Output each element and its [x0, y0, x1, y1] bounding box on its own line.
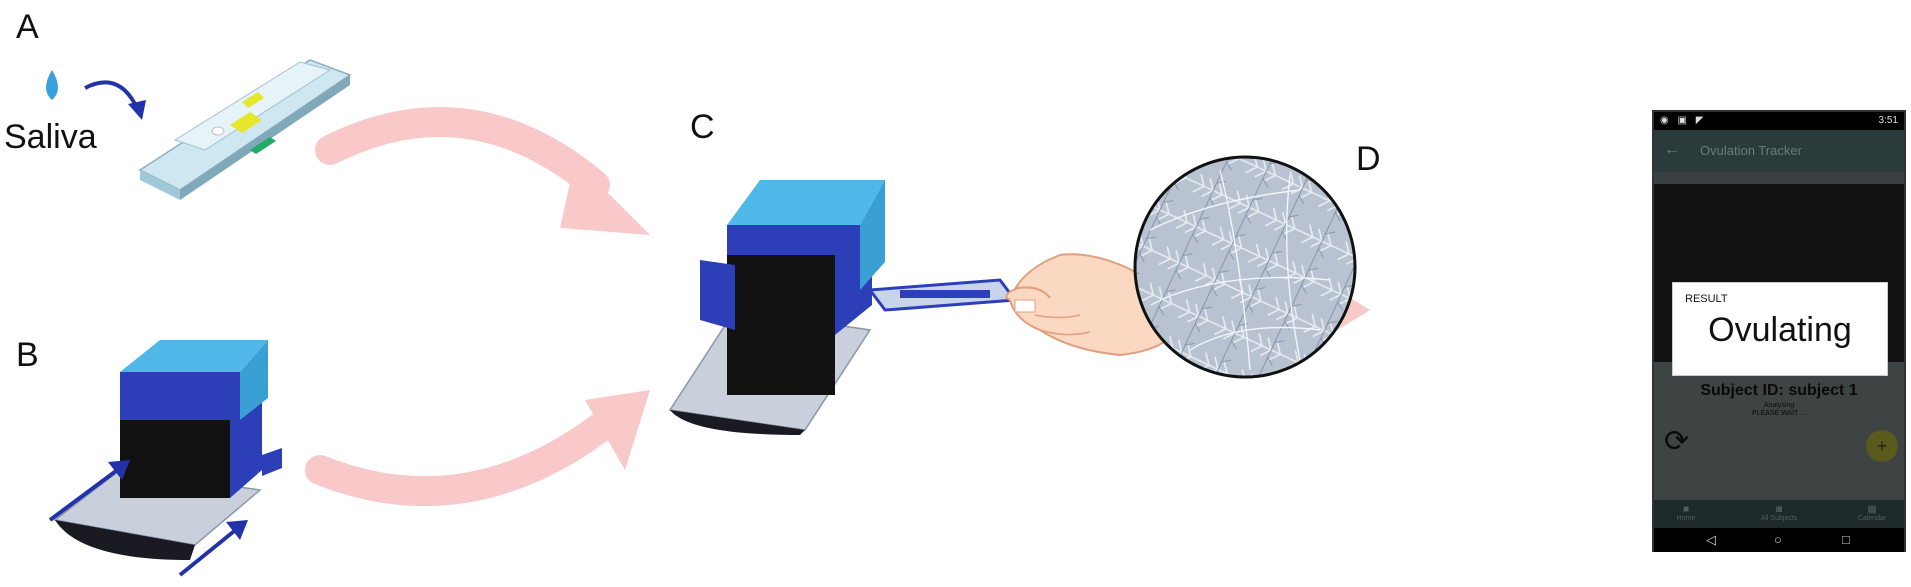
pointer-arrow-a-head	[128, 100, 146, 120]
pointer-arrow-b1	[48, 466, 122, 522]
slide-chip	[138, 59, 352, 200]
status-time: 3:51	[1878, 115, 1898, 126]
status-bar: ◉ ▣ ◤ 3:51	[1654, 112, 1904, 130]
pointer-arrow-b2	[178, 526, 240, 577]
analysing-text: Analysing	[1763, 402, 1795, 409]
nav-label-calendar: Calendar	[1857, 515, 1887, 522]
system-home-icon[interactable]: ○	[1774, 532, 1782, 547]
flow-arrow-b-to-c-head	[585, 390, 650, 470]
bottom-nav: ■ Home ◙ All Subjects ▦ Calendar	[1654, 500, 1904, 528]
result-label: RESULT	[1685, 293, 1728, 305]
phone-screenshot: ◉ ▣ ◤ 3:51 ← Ovulation Tracker RESULT Ov…	[1652, 110, 1906, 552]
pointer-arrow-b1-head	[108, 460, 130, 480]
pointer-arrow-b2-head	[226, 520, 248, 540]
result-value: Ovulating	[1708, 311, 1852, 349]
nav-item-calendar[interactable]: ▦ Calendar	[1842, 504, 1902, 522]
flow-arrow-a-to-c	[315, 107, 610, 200]
analysing-status: Analysing PLEASE WAIT ...	[1654, 402, 1904, 418]
please-wait-text: PLEASE WAIT ...	[1751, 410, 1807, 417]
app-bar: ← Ovulation Tracker	[1654, 130, 1904, 172]
add-button[interactable]: +	[1866, 430, 1898, 462]
saliva-label: Saliva	[4, 118, 97, 156]
home-icon: ■	[1682, 504, 1690, 515]
flow-arrow-b-to-c	[305, 405, 625, 507]
panel-label-c: C	[690, 108, 715, 146]
nav-label-all-subjects: All Subjects	[1760, 515, 1798, 522]
dim-strip	[1654, 172, 1904, 184]
device-c	[668, 180, 1018, 435]
system-nav-bar: ◁ ○ □	[1654, 528, 1904, 552]
nav-item-all-subjects[interactable]: ◙ All Subjects	[1749, 504, 1809, 522]
device-b	[53, 340, 282, 560]
camera-icon: ◙	[1775, 504, 1783, 515]
panel-label-b: B	[16, 336, 39, 374]
panel-label-a: A	[16, 8, 39, 46]
notification-icons: ◉ ▣ ◤	[1660, 115, 1707, 126]
calendar-icon: ▦	[1867, 504, 1877, 515]
nav-item-home[interactable]: ■ Home	[1656, 504, 1716, 522]
app-title: Ovulation Tracker	[1700, 143, 1802, 158]
drop-icon	[46, 70, 58, 100]
system-back-icon[interactable]: ◁	[1706, 532, 1716, 547]
system-recents-icon[interactable]: □	[1842, 532, 1850, 547]
panel-label-d: D	[1356, 140, 1381, 178]
result-card: RESULT Ovulating	[1672, 282, 1888, 376]
nav-label-home: Home	[1676, 515, 1696, 522]
plus-icon: +	[1876, 436, 1888, 456]
back-arrow-icon[interactable]: ←	[1664, 141, 1680, 158]
fern-micrograph	[1133, 155, 1357, 379]
content-area	[1654, 362, 1904, 500]
subject-id: Subject ID: subject 1	[1700, 382, 1858, 399]
flow-arrow-a-to-c-head	[560, 160, 650, 235]
refresh-icon[interactable]: ⟳	[1664, 425, 1690, 458]
